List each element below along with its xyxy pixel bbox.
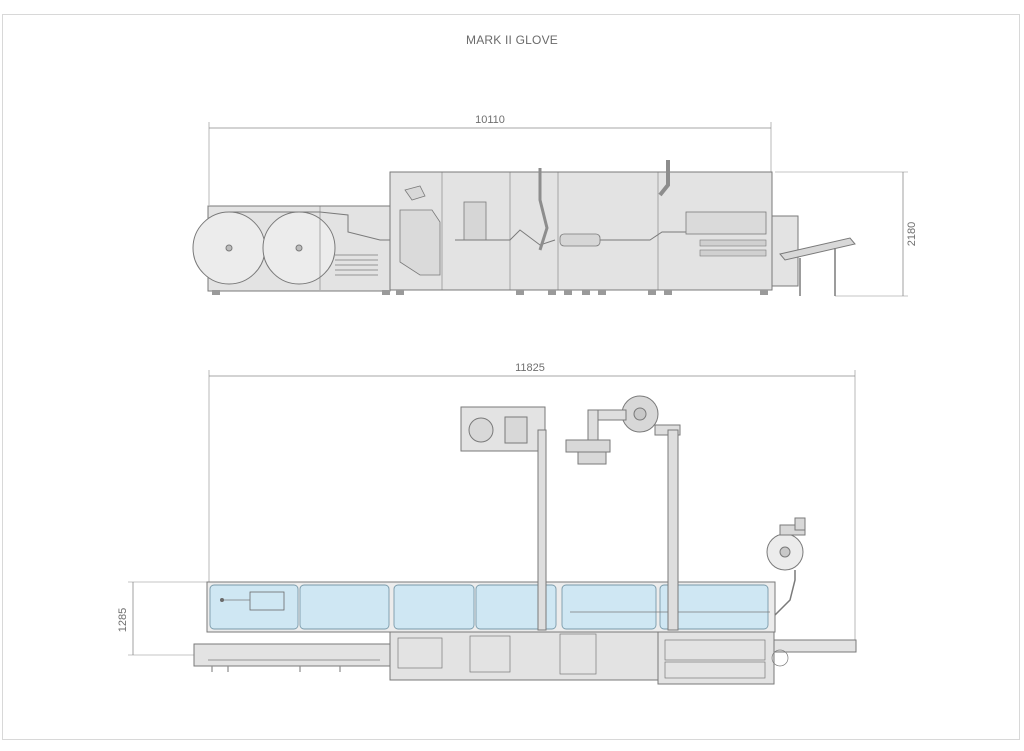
drawing-frame: [2, 14, 1020, 740]
duct-vertical-1: [537, 429, 547, 631]
glass-guard-4: [475, 584, 557, 630]
side-view: 10110 2180: [192, 114, 918, 297]
dim-side-length: 10110: [208, 114, 772, 205]
base-frame-right: [657, 629, 775, 685]
dim-side-length-label: 10110: [475, 114, 505, 126]
outfeed-rail: [773, 639, 857, 653]
glass-guard-3: [393, 584, 475, 630]
glass-guard-2: [299, 584, 390, 630]
glass-guards: [209, 584, 769, 630]
discharge-conveyor: [779, 237, 856, 261]
infeed-base: [193, 643, 391, 667]
base-frame-center: [389, 629, 661, 681]
duct-vertical-2: [667, 429, 679, 631]
dim-side-height: 2180: [775, 171, 918, 297]
glass-guard-5: [561, 584, 657, 630]
machine-feet: [212, 290, 768, 295]
top-view: 11825 1285: [117, 362, 857, 685]
glass-guard-6: [659, 584, 769, 630]
dim-top-width: 1285: [117, 581, 207, 656]
dim-top-width-label: 1285: [117, 608, 129, 632]
glass-guard-1: [209, 584, 299, 630]
drawing-title: MARK II GLOVE: [466, 33, 558, 47]
dim-top-length: 11825: [208, 362, 856, 640]
dim-side-height-label: 2180: [906, 222, 918, 246]
dim-top-length-label: 11825: [515, 362, 545, 374]
motor-icon: [468, 417, 494, 443]
